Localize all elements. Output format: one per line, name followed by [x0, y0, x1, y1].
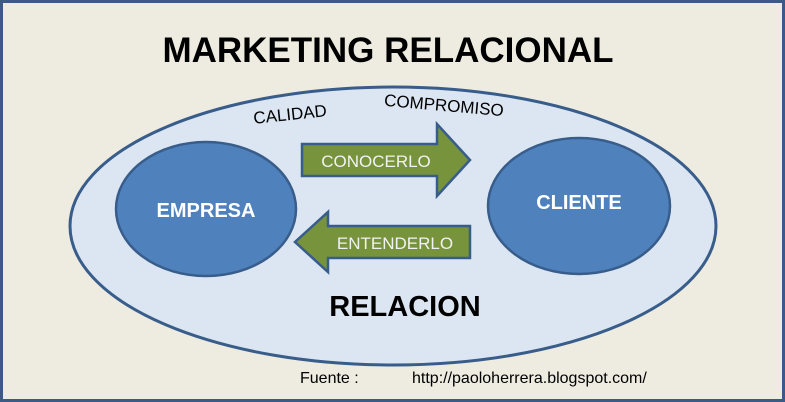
- node-cliente-label: CLIENTE: [536, 192, 622, 214]
- arrow-right-conocerlo: [300, 120, 472, 200]
- source-label: Fuente :: [300, 370, 359, 387]
- node-empresa: [114, 140, 298, 278]
- node-empresa-label: EMPRESA: [157, 200, 256, 222]
- arrow-entenderlo-label: ENTENDERLO: [337, 234, 453, 253]
- source-url[interactable]: http://paoloherrera.blogspot.com/: [412, 370, 647, 387]
- diagram-title: MARKETING RELACIONAL: [162, 31, 613, 70]
- arrow-left-entenderlo: [293, 209, 472, 275]
- label-relacion: RELACION: [329, 291, 480, 323]
- arrow-conocerlo-label: CONOCERLO: [321, 152, 431, 171]
- node-cliente: [486, 136, 672, 276]
